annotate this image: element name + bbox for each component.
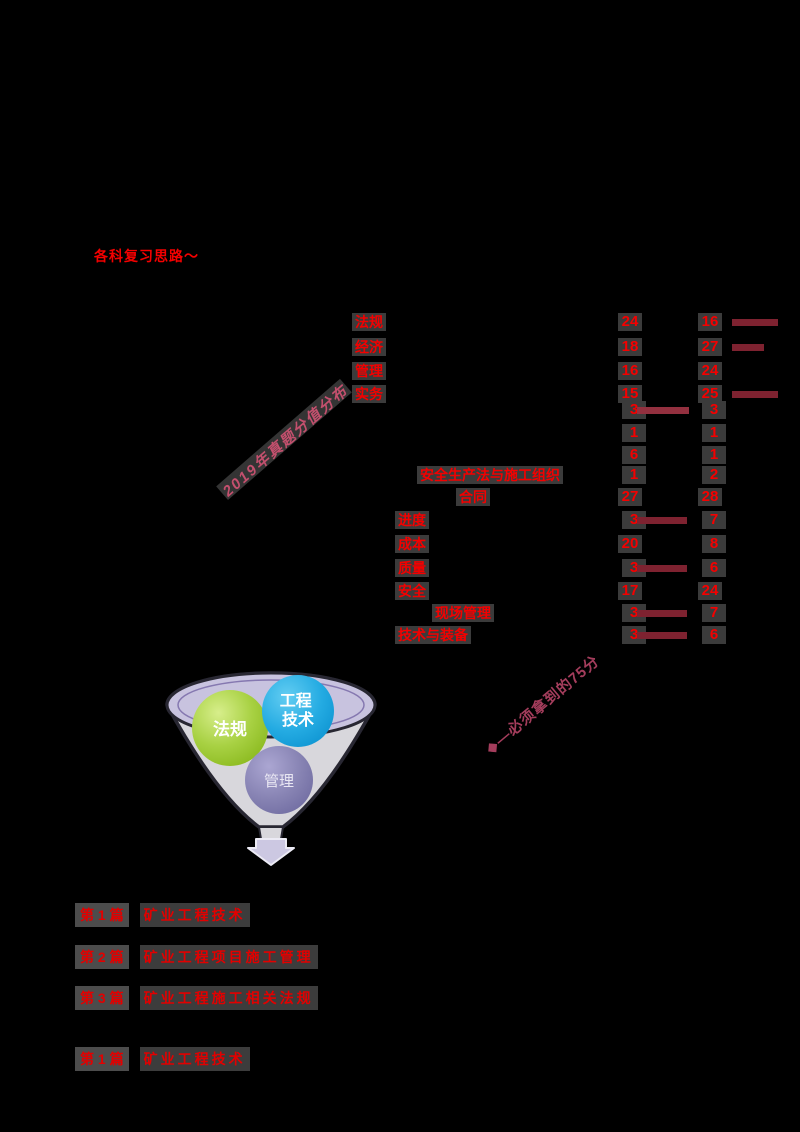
subject-label: 实务 [352,385,386,403]
topic-label: 安全 [395,582,429,600]
score-underline-bar [637,517,687,524]
score-col2: 7 [702,511,726,529]
chapter-badge: 第 2 篇 [75,945,129,969]
topic-label: 质量 [395,559,429,577]
score-col2: 16 [698,313,722,331]
down-arrow-icon [247,838,295,866]
score-underline-bar [637,407,689,414]
subject-label: 经济 [352,338,386,356]
score-col1: 15 [618,385,642,403]
score-col2: 6 [702,559,726,577]
chapter-badge: 第 1 篇 [75,903,129,927]
circle-management-label: 管理 [264,773,294,790]
circle-engineering-label: 工程 技术 [280,692,316,729]
score-underline-bar [732,344,764,351]
score-col1: 1 [622,424,646,442]
score-col2: 3 [702,401,726,419]
score-col2: 1 [702,446,726,464]
score-col1: 20 [618,535,642,553]
score-col2: 2 [702,466,726,484]
score-col2: 7 [702,604,726,622]
topic-label: 进度 [395,511,429,529]
score-col1: 16 [618,362,642,380]
score-underline-bar [637,565,687,572]
chapter-title: 矿业工程项目施工管理 [139,945,318,969]
circle-engineering [262,675,334,747]
circle-regulations-label: 法规 [213,719,247,739]
score-col2: 27 [698,338,722,356]
score-col1: 3 [622,559,646,577]
score-col2: 25 [698,385,722,403]
chapter-badge: 第 3 篇 [75,986,129,1010]
subject-label: 法规 [352,313,386,331]
section-label: 合同 [456,488,490,506]
chapter-title: 矿业工程技术 [139,1047,250,1071]
score-col2: 8 [702,535,726,553]
score-col1: 3 [622,604,646,622]
chapter-badge: 第 1 篇 [75,1047,129,1071]
diagonal-note-must-get-points: ◆—必须拿到的75分 [482,652,604,758]
score-col1: 3 [622,511,646,529]
score-col1: 17 [618,582,642,600]
score-col1: 27 [618,488,642,506]
diagonal-note-exam-distribution: 2019年真题分值分布 [216,378,353,500]
score-col1: 3 [622,401,646,419]
score-col1: 1 [622,466,646,484]
funnel-stem [257,826,285,840]
score-underline-bar [732,391,778,398]
score-col2: 1 [702,424,726,442]
chapter-title: 矿业工程施工相关法规 [139,986,318,1010]
score-col2: 24 [698,362,722,380]
topic-label: 成本 [395,535,429,553]
score-col1: 18 [618,338,642,356]
score-col2: 24 [698,582,722,600]
chapter-row: 第 1 篇 矿业工程技术 [75,1047,250,1071]
chapter-row: 第 2 篇 矿业工程项目施工管理 [75,945,318,969]
chapter-row: 第 3 篇 矿业工程施工相关法规 [75,986,318,1010]
score-col2: 28 [698,488,722,506]
score-col1: 3 [622,626,646,644]
chapter-title: 矿业工程技术 [139,903,250,927]
topic-label: 现场管理 [432,604,494,622]
score-col1: 24 [618,313,642,331]
score-underline-bar [637,632,687,639]
subject-label: 管理 [352,362,386,380]
score-underline-bar [732,319,778,326]
score-col1: 6 [622,446,646,464]
funnel-diagram: 法规 工程 技术 管理 [165,671,377,866]
circle-management [245,746,313,814]
page-title: 各科复习思路～ [94,248,199,264]
circle-regulations [192,690,268,766]
score-underline-bar [637,610,687,617]
topic-label: 技术与装备 [395,626,471,644]
section-label: 安全生产法与施工组织 [417,466,563,484]
chapter-row: 第 1 篇 矿业工程技术 [75,903,250,927]
score-col2: 6 [702,626,726,644]
